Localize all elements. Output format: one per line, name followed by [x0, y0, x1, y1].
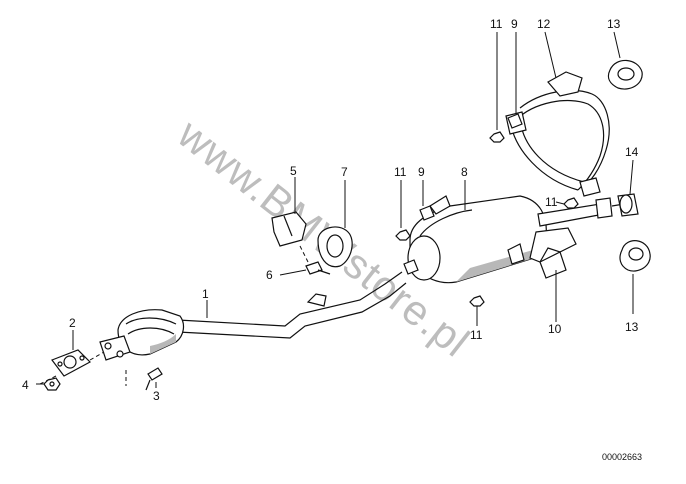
nut-part-11-b — [395, 229, 411, 241]
inlet-flange — [99, 335, 131, 361]
callout-11-bottom: 11 — [470, 328, 483, 342]
strap-band-part-12 — [505, 71, 610, 197]
nut-part-11-a — [489, 131, 505, 143]
nut-part-11-d — [469, 295, 485, 307]
front-pipe-part-1 — [177, 271, 407, 339]
callout-7: 7 — [341, 165, 348, 179]
screw-part-6 — [305, 261, 331, 275]
callout-9-top: 9 — [511, 17, 518, 31]
callout-12: 12 — [537, 17, 551, 31]
silencer-inlet — [403, 259, 419, 275]
rear-silencer-part-8 — [403, 195, 637, 284]
nut-part-4 — [43, 377, 61, 391]
callout-5: 5 — [290, 164, 297, 178]
callout-6: 6 — [266, 268, 273, 282]
gasket-part-2 — [51, 349, 91, 377]
callout-14: 14 — [625, 145, 639, 159]
pipe-bracket — [306, 293, 327, 307]
tail-pipe-end — [595, 197, 613, 219]
callout-4: 4 — [22, 378, 29, 392]
sleeve-part-14 — [617, 193, 639, 217]
callout-9-mid: 9 — [418, 165, 425, 179]
silencer-hanger-lower — [507, 243, 525, 265]
rubber-mount-part-7 — [317, 226, 353, 268]
callout-13-top: 13 — [607, 17, 621, 31]
callout-8: 8 — [461, 165, 468, 179]
rubber-ring-part-13-top — [607, 59, 643, 90]
callout-10: 10 — [548, 322, 562, 336]
callout-11-mid: 11 — [394, 165, 407, 179]
clip-part-9-b — [419, 205, 435, 221]
silencer-hanger — [429, 195, 451, 215]
bolt-part-3 — [145, 367, 163, 391]
reference-number: 00002663 — [602, 452, 642, 462]
callout-2: 2 — [69, 316, 76, 330]
nut-part-11-c — [563, 197, 579, 209]
bracket-part-10 — [529, 227, 577, 279]
callout-3: 3 — [153, 389, 160, 403]
assembly-line — [89, 351, 105, 361]
callout-11-top: 11 — [490, 17, 503, 31]
callout-11-right: 11 — [545, 195, 558, 209]
leader-lines — [36, 31, 634, 388]
clip-part-9-a — [507, 113, 523, 129]
callout-1: 1 — [202, 287, 209, 301]
rubber-ring-part-13-bottom — [619, 240, 651, 272]
callout-13-bottom: 13 — [625, 320, 639, 334]
clamp-part-5 — [271, 211, 309, 263]
catalytic-converter — [99, 309, 185, 361]
